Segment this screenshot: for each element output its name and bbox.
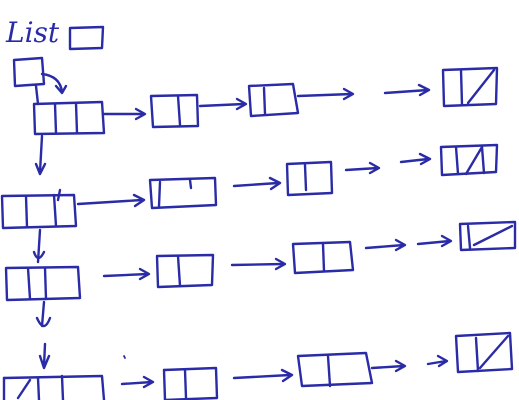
row2-head-divider-1 (24, 194, 29, 229)
row4-tail-node (454, 331, 514, 374)
row3-head-divider-2 (43, 266, 48, 301)
row4-head-divider-1 (36, 376, 41, 400)
row1-arrow-3-head (342, 87, 355, 101)
row4-head-node (2, 374, 106, 400)
row2-arrow-1 (76, 198, 144, 206)
pointer-arrow (40, 72, 64, 94)
row4-tail-null-slash (478, 334, 510, 370)
row1-arrow-2-head (235, 97, 248, 111)
row2-arrow-4-head (418, 152, 432, 166)
row2-tail-null-mark (464, 145, 486, 176)
row4-node-1-left (162, 368, 167, 400)
row2-tail-divider-1 (454, 145, 460, 176)
row2-arrow-3-head (368, 161, 381, 175)
row3-node-2 (291, 240, 355, 275)
row1-node-2-divider (262, 86, 267, 116)
vertical-link-2-head (32, 250, 46, 260)
row2-arrow-2 (232, 181, 280, 188)
row3-arrow-4 (416, 239, 452, 246)
row3-arrow-1 (102, 272, 150, 278)
row3-head-divider-1 (26, 266, 32, 301)
row3-tail-null-slash (472, 224, 514, 247)
row3-tail-node (458, 220, 517, 252)
row4-node-1-divider (183, 368, 188, 400)
row2-node-1-divider (157, 180, 162, 208)
vertical-link-1 (38, 134, 44, 174)
row1-head-node (32, 100, 106, 136)
vertical-link-3 (40, 300, 46, 328)
row1-up-tick (34, 84, 40, 106)
row4-arrow-2-head (280, 368, 294, 383)
row4-arrow-1 (120, 380, 154, 386)
row-1 (32, 66, 499, 136)
row2-arrow-4 (399, 157, 430, 164)
row4-arrow-1-head (142, 375, 155, 389)
row1-arrow-1-head (134, 107, 147, 121)
row4-node-2 (296, 351, 374, 388)
list-head-box (68, 25, 105, 51)
row2-head-tick (56, 188, 62, 202)
row2-arrow-2-head (268, 176, 282, 191)
row3-node-1 (155, 253, 215, 289)
vertical-link-3b (42, 342, 47, 368)
vertical-link-2 (36, 228, 42, 264)
row4-arrow-4 (426, 359, 448, 366)
row1-arrow-2 (198, 102, 246, 108)
row1-tail-node (441, 66, 499, 108)
row3-arrow-4-head (440, 234, 453, 248)
row4-arrow-2 (232, 373, 292, 380)
row3-node-2-divider (321, 242, 326, 273)
row-2 (0, 143, 499, 230)
row2-node-1-tick (188, 178, 193, 190)
row2-head-node (0, 193, 78, 230)
row1-arrow-3 (296, 92, 354, 98)
row3-arrow-1-head (138, 267, 151, 281)
row4-head-mark (16, 378, 32, 400)
row4-dot (123, 355, 126, 359)
row-4 (2, 331, 514, 400)
row3-arrow-3 (364, 243, 406, 250)
row2-arrow-1-head (132, 193, 146, 208)
row3-arrow-2 (230, 262, 286, 267)
row1-node-2 (247, 82, 300, 118)
row3-head-node (4, 265, 82, 302)
row1-tail-divider (459, 68, 464, 107)
row4-node-1 (162, 366, 219, 400)
row4-node-2-divider (326, 354, 332, 388)
row-3 (4, 220, 517, 302)
row3-arrow-3-head (394, 238, 407, 252)
pointer-arrow-head (54, 84, 68, 95)
vertical-link-3-head (35, 316, 52, 328)
row4-arrow-3 (370, 364, 406, 370)
row1-head-divider-1 (53, 102, 58, 135)
row2-node-2-divider (303, 163, 308, 192)
row1-node-1 (149, 93, 200, 129)
row4-arrow-3-head (394, 359, 407, 373)
vertical-link-1-head (34, 162, 47, 176)
list-label: List (5, 16, 60, 49)
row2-node-1 (148, 176, 218, 210)
row1-head-divider-2 (74, 101, 79, 135)
row4-arrow-4-head (436, 354, 449, 368)
row2-arrow-3 (344, 166, 380, 172)
row2-node-2 (285, 160, 334, 197)
row4-head-divider-2 (60, 374, 65, 400)
row1-tail-null-slash (466, 68, 496, 105)
row2-head-divider-2 (52, 193, 58, 228)
row2-tail-node (439, 143, 499, 177)
row4-tail-divider (474, 336, 480, 373)
row1-node-1-divider (176, 94, 182, 127)
row3-arrow-2-head (274, 257, 287, 271)
vertical-link-3b-head (38, 354, 51, 370)
row3-node-1-divider (176, 254, 182, 288)
row1-arrow-4-head (417, 83, 431, 97)
row3-tail-divider (466, 224, 472, 250)
row1-arrow-4 (383, 88, 430, 95)
pointer-box (12, 56, 46, 88)
